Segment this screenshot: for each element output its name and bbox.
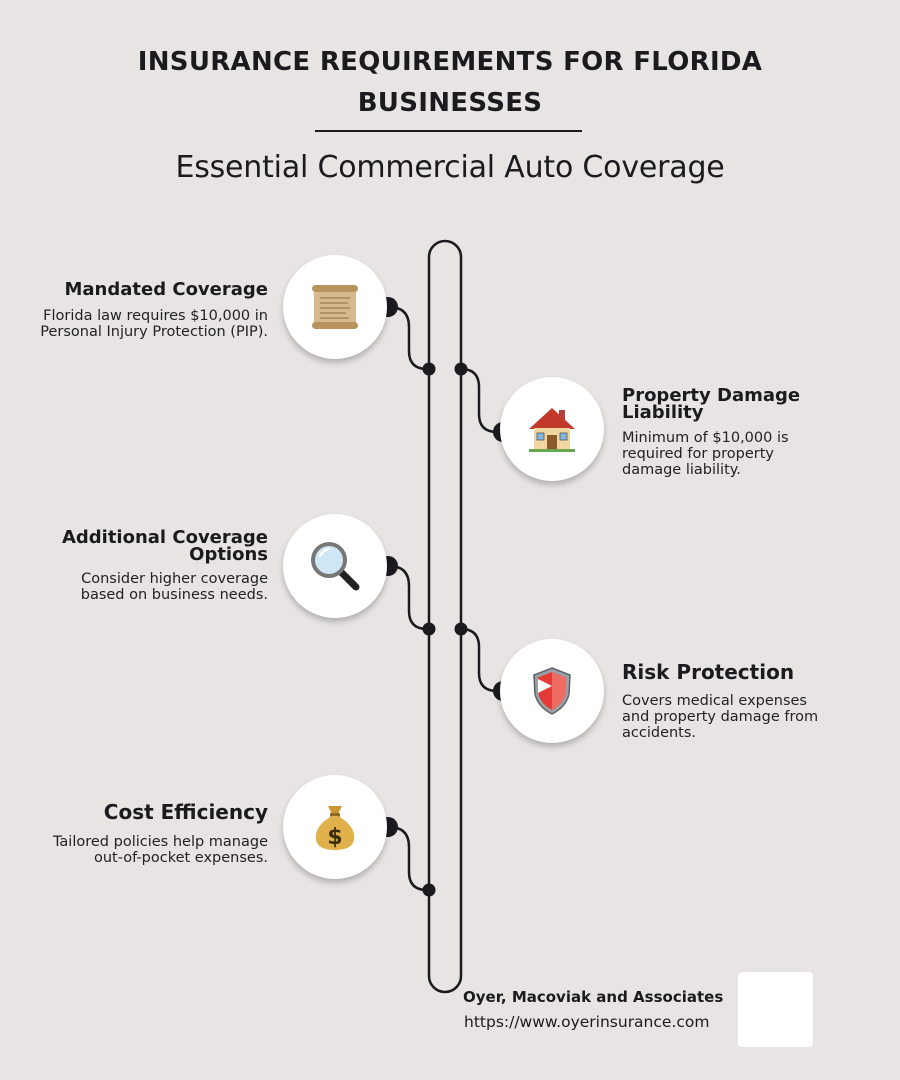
icon-circle-risk-protection — [500, 639, 604, 743]
footer-website-link[interactable]: https://www.oyerinsurance.com — [464, 1013, 710, 1031]
icon-circle-additional-coverage — [283, 514, 387, 618]
icon-circle-cost-efficiency: $ — [283, 775, 387, 879]
icon-circle-mandated-coverage — [283, 255, 387, 359]
connector-mandated-coverage — [388, 305, 429, 371]
item-title-cost-efficiency: Cost Efficiency — [103, 800, 268, 824]
shield-icon — [533, 667, 571, 715]
junction-dot-5 — [422, 883, 436, 897]
connector-additional-coverage — [388, 564, 429, 631]
item-title-property-damage: Property Damage Liability — [622, 385, 801, 423]
item-desc-risk-protection: Covers medical expenses and property dam… — [622, 693, 819, 741]
junction-dot-1 — [422, 362, 436, 376]
item-desc-mandated-coverage: Florida law requires $10,000 in Personal… — [40, 308, 268, 340]
magnifying-glass-icon — [311, 542, 360, 591]
item-desc-property-damage: Minimum of $10,000 is required for prope… — [622, 430, 789, 478]
item-title-additional-coverage: Additional Coverage Options — [61, 527, 268, 565]
house-icon — [529, 408, 575, 452]
connector-cost-efficiency — [388, 825, 429, 892]
icon-circle-property-damage — [500, 377, 604, 481]
item-title-risk-protection: Risk Protection — [622, 660, 795, 684]
timeline-track — [427, 239, 463, 994]
item-title-mandated-coverage: Mandated Coverage — [64, 279, 268, 300]
footer-logo-placeholder — [738, 972, 813, 1047]
connector-risk-protection — [460, 627, 503, 693]
connector-property-damage — [460, 367, 503, 434]
junction-dot-3 — [422, 622, 436, 636]
footer-company-name: Oyer, Macoviak and Associates — [463, 988, 724, 1006]
title-underline — [315, 130, 582, 132]
junction-dot-4 — [454, 622, 468, 636]
page-title: INSURANCE REQUIREMENTS FOR FLORIDA BUSIN… — [0, 42, 900, 124]
junction-dot-2 — [454, 362, 468, 376]
item-desc-cost-efficiency: Tailored policies help manage out-of-poc… — [52, 834, 268, 866]
money-bag-icon: $ — [315, 806, 355, 850]
item-desc-additional-coverage: Consider higher coverage based on busine… — [80, 571, 268, 603]
scroll-icon — [312, 285, 358, 329]
page-subtitle: Essential Commercial Auto Coverage — [175, 150, 725, 185]
title-line-1: INSURANCE REQUIREMENTS FOR FLORIDA — [137, 47, 763, 77]
title-line-2: BUSINESSES — [357, 88, 543, 118]
dollar-sign-glyph: $ — [327, 825, 342, 850]
